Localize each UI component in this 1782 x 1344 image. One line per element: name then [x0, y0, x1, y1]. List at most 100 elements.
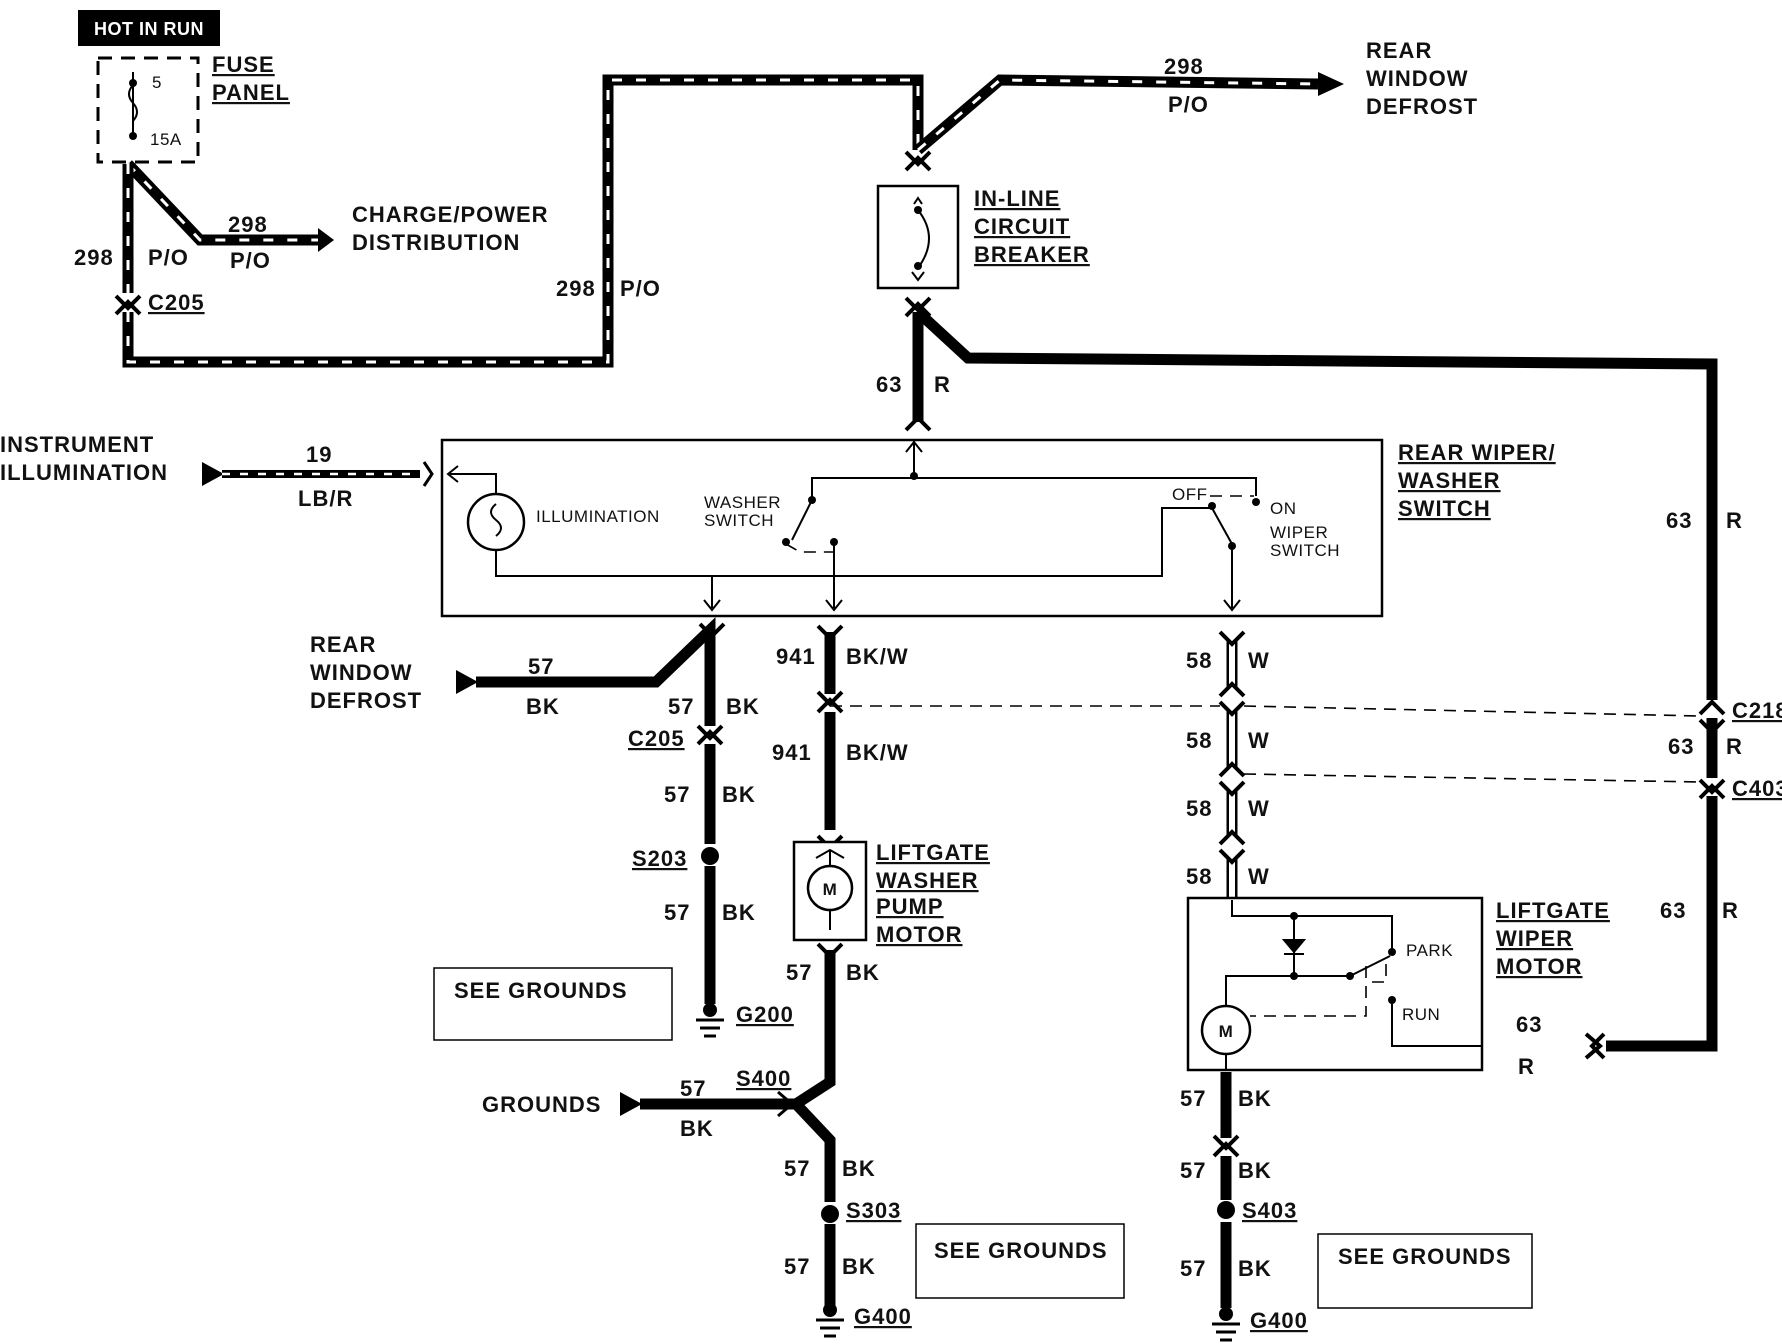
splice-s303-label: S303	[846, 1198, 901, 1223]
splice-s403-dot	[1217, 1201, 1235, 1219]
wiper-motor-label-1: LIFTGATE	[1496, 898, 1610, 923]
connector-c218-label: C218	[1732, 698, 1782, 723]
wire-label-63-a: 63	[876, 372, 902, 397]
wire-label-bk-i: BK	[1238, 1256, 1272, 1281]
wire-label-63-d: 63	[1660, 898, 1686, 923]
washer-pump-label-4: MOTOR	[876, 922, 962, 947]
switch-label-1: REAR WIPER/	[1398, 440, 1556, 465]
hot-in-run-box	[78, 10, 220, 46]
hot-in-run-label: HOT IN RUN	[94, 19, 204, 39]
wire-label-57-c: 57	[664, 782, 690, 807]
wire-label-lbr: LB/R	[298, 486, 353, 511]
wire-label-57-a: 57	[528, 654, 554, 679]
splice-s203-label: S203	[632, 846, 687, 871]
ground-g200-label: G200	[736, 1002, 794, 1027]
circuit-breaker-label-1: IN-LINE	[974, 186, 1060, 211]
arrow-charge-power	[318, 228, 334, 252]
connector-c205-top	[114, 294, 142, 316]
fuse-icon	[128, 84, 138, 122]
wire-label-57-grounds: 57	[680, 1076, 706, 1101]
wire-label-63-e: 63	[1516, 1012, 1542, 1037]
wire-label-r-d: R	[1722, 898, 1739, 923]
wire-label-298-c: 298	[556, 276, 596, 301]
wire-label-941-a: 941	[776, 644, 816, 669]
fuse-rating: 15A	[150, 130, 182, 149]
wiper-motor-park-label: PARK	[1406, 941, 1453, 960]
circuit-298-wire	[122, 74, 1319, 368]
connector-c403-label: C403	[1732, 776, 1782, 801]
wire-label-bk-g: BK	[1238, 1086, 1272, 1111]
wire-label-po-b: P/O	[230, 248, 271, 273]
wire-label-57-e: 57	[784, 1156, 810, 1181]
wire-label-58-d: 58	[1186, 864, 1212, 889]
ground-g200-icon	[696, 1018, 724, 1038]
switch-label-2: WASHER	[1398, 468, 1501, 493]
wire-label-57-g: 57	[1180, 1086, 1206, 1111]
splice-s203-dot	[701, 847, 719, 865]
rear-window-defrost-top-3: DEFROST	[1366, 94, 1478, 119]
wiper-on-label: ON	[1270, 499, 1297, 518]
wire-label-bk-a: BK	[526, 694, 560, 719]
fuse-panel-label-2: PANEL	[212, 80, 290, 105]
wire-label-w-d: W	[1248, 864, 1270, 889]
wiper-motor-m: M	[1219, 1022, 1234, 1041]
circuit-57-pump-wire	[640, 950, 836, 1306]
wire-label-298-d: 298	[1164, 54, 1204, 79]
illumination-bulb-icon	[466, 492, 526, 552]
wiper-switch-label-2: SWITCH	[1270, 541, 1340, 560]
wire-label-57-b: 57	[668, 694, 694, 719]
wire-label-57-i: 57	[1180, 1256, 1206, 1281]
wire-label-58-c: 58	[1186, 796, 1212, 821]
c403-alignment-line	[1243, 773, 1701, 783]
connector-c218	[1698, 699, 1726, 735]
washer-pump-label-3: PUMP	[876, 894, 944, 919]
rear-wiper-washer-switch-box	[440, 438, 1384, 618]
washer-switch-label-2: SWITCH	[704, 511, 774, 530]
see-grounds-box-3	[1317, 1233, 1533, 1309]
grounds-label: GROUNDS	[482, 1092, 601, 1117]
rear-window-defrost-left-3: DEFROST	[310, 688, 422, 713]
wire-label-w-c: W	[1248, 796, 1270, 821]
washer-pump-label-2: WASHER	[876, 868, 979, 893]
ground-g400-icon-a	[816, 1318, 844, 1338]
rear-window-defrost-left-2: WINDOW	[310, 660, 413, 685]
wire-label-58-a: 58	[1186, 648, 1212, 673]
wire-label-bkw-a: BK/W	[846, 644, 909, 669]
wiper-off-label: OFF	[1172, 485, 1208, 504]
wire-label-57-pump: 57	[786, 960, 812, 985]
wiper-motor-label-3: MOTOR	[1496, 954, 1582, 979]
connector-c403	[1698, 778, 1726, 800]
wire-label-bk-b: BK	[726, 694, 760, 719]
fuse-panel-label-1: FUSE	[212, 52, 275, 77]
arrow-rear-window-defrost-top	[1318, 72, 1344, 96]
connector-c205-bottom	[696, 724, 724, 746]
arrow-instrument-illumination	[202, 462, 224, 486]
wire-label-63-c: 63	[1668, 734, 1694, 759]
circuit-57-left-wire	[476, 617, 716, 1004]
ground-g400-label-a: G400	[854, 1304, 912, 1329]
see-grounds-label-3: SEE GROUNDS	[1338, 1244, 1512, 1269]
wire-label-57-f: 57	[784, 1254, 810, 1279]
washer-pump-motor-m: M	[823, 880, 838, 899]
switch-label-3: SWITCH	[1398, 496, 1491, 521]
wire-label-w-b: W	[1248, 728, 1270, 753]
wire-label-bk-grounds: BK	[680, 1116, 714, 1141]
circuit-breaker-icon	[913, 196, 930, 269]
ground-g400-label-b: G400	[1250, 1308, 1308, 1333]
wire-label-58-b: 58	[1186, 728, 1212, 753]
wire-label-bkw-b: BK/W	[846, 740, 909, 765]
charge-power-label-1: CHARGE/POWER	[352, 202, 549, 227]
switch-internal-wiring	[446, 440, 1260, 612]
wire-label-298-b: 298	[228, 212, 268, 237]
splice-s400-label: S400	[736, 1066, 791, 1091]
rear-window-defrost-left-1: REAR	[310, 632, 376, 657]
fuse-number: 5	[152, 73, 162, 92]
wire-label-19: 19	[306, 442, 332, 467]
wire-label-bk-f: BK	[842, 1254, 876, 1279]
see-grounds-box-2	[915, 1223, 1125, 1299]
see-grounds-label-2: SEE GROUNDS	[934, 1238, 1108, 1263]
circuit-63-wire	[912, 307, 1718, 1052]
wire-label-57-d: 57	[664, 900, 690, 925]
fuse-panel-box	[96, 56, 200, 164]
